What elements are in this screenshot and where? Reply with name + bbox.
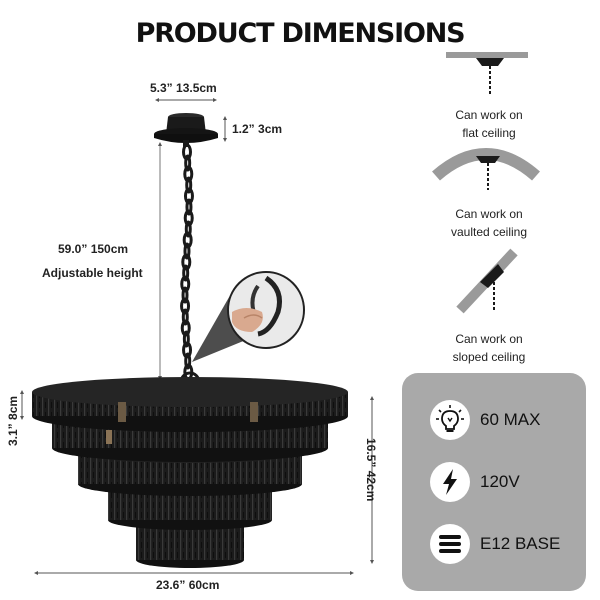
chain-clip-callout [192,271,305,362]
ceiling-canopy [154,113,218,147]
spec-voltage-label: 120V [480,472,520,491]
spec-wattage-label: 60 MAX [480,410,541,429]
bulb-base-icon [430,524,470,564]
vaulted-ceiling-caption: Can work on vaulted ceiling [419,205,559,241]
tier-height-label: 3.1” 8cm [6,395,20,446]
vaulted-ceiling-caption-line2: vaulted ceiling [450,225,528,239]
sloped-ceiling-icon [456,248,518,314]
sloped-ceiling-caption: Can work on sloped ceiling [419,330,559,366]
chain-link [184,220,192,238]
chain [180,143,194,381]
spec-wattage: 60 MAX [430,400,580,444]
canopy-height-label: 1.2” 3cm [232,122,283,136]
chain-link [182,330,190,348]
woven-shade [32,377,348,568]
light-bulb-icon [430,400,470,440]
sloped-ceiling-caption-line1: Can work on [455,332,523,346]
page-title: PRODUCT DIMENSIONS [135,18,466,49]
adjustable-height-label: Adjustable height [42,266,143,280]
chain-link [183,242,191,260]
flat-ceiling-caption: Can work on flat ceiling [419,106,559,142]
chain-link [183,187,194,205]
chain-link [185,176,193,194]
spec-base: E12 BASE [430,524,580,568]
total-height-label: 16.5” 42cm [364,438,378,502]
chain-link [181,308,189,326]
spec-base-label: E12 BASE [480,534,561,553]
spec-voltage: 120V [430,462,580,506]
canopy-width-label: 5.3” 13.5cm [150,81,217,95]
chain-link [181,286,189,304]
sloped-ceiling-caption-line2: sloped ceiling [452,350,526,364]
chain-link [182,264,190,282]
flat-ceiling-icon [446,52,528,96]
chain-link [185,198,193,216]
vaulted-ceiling-caption-line1: Can work on [455,207,523,221]
flat-ceiling-caption-line1: Can work on [455,108,523,122]
width-label: 23.6” 60cm [156,578,220,592]
chain-link [184,154,192,172]
chain-link [184,352,192,370]
vaulted-ceiling-icon [432,148,540,190]
chain-length-label: 59.0” 150cm [58,242,129,256]
flat-ceiling-caption-line2: flat ceiling [462,126,516,140]
lightning-bolt-icon [430,462,470,502]
